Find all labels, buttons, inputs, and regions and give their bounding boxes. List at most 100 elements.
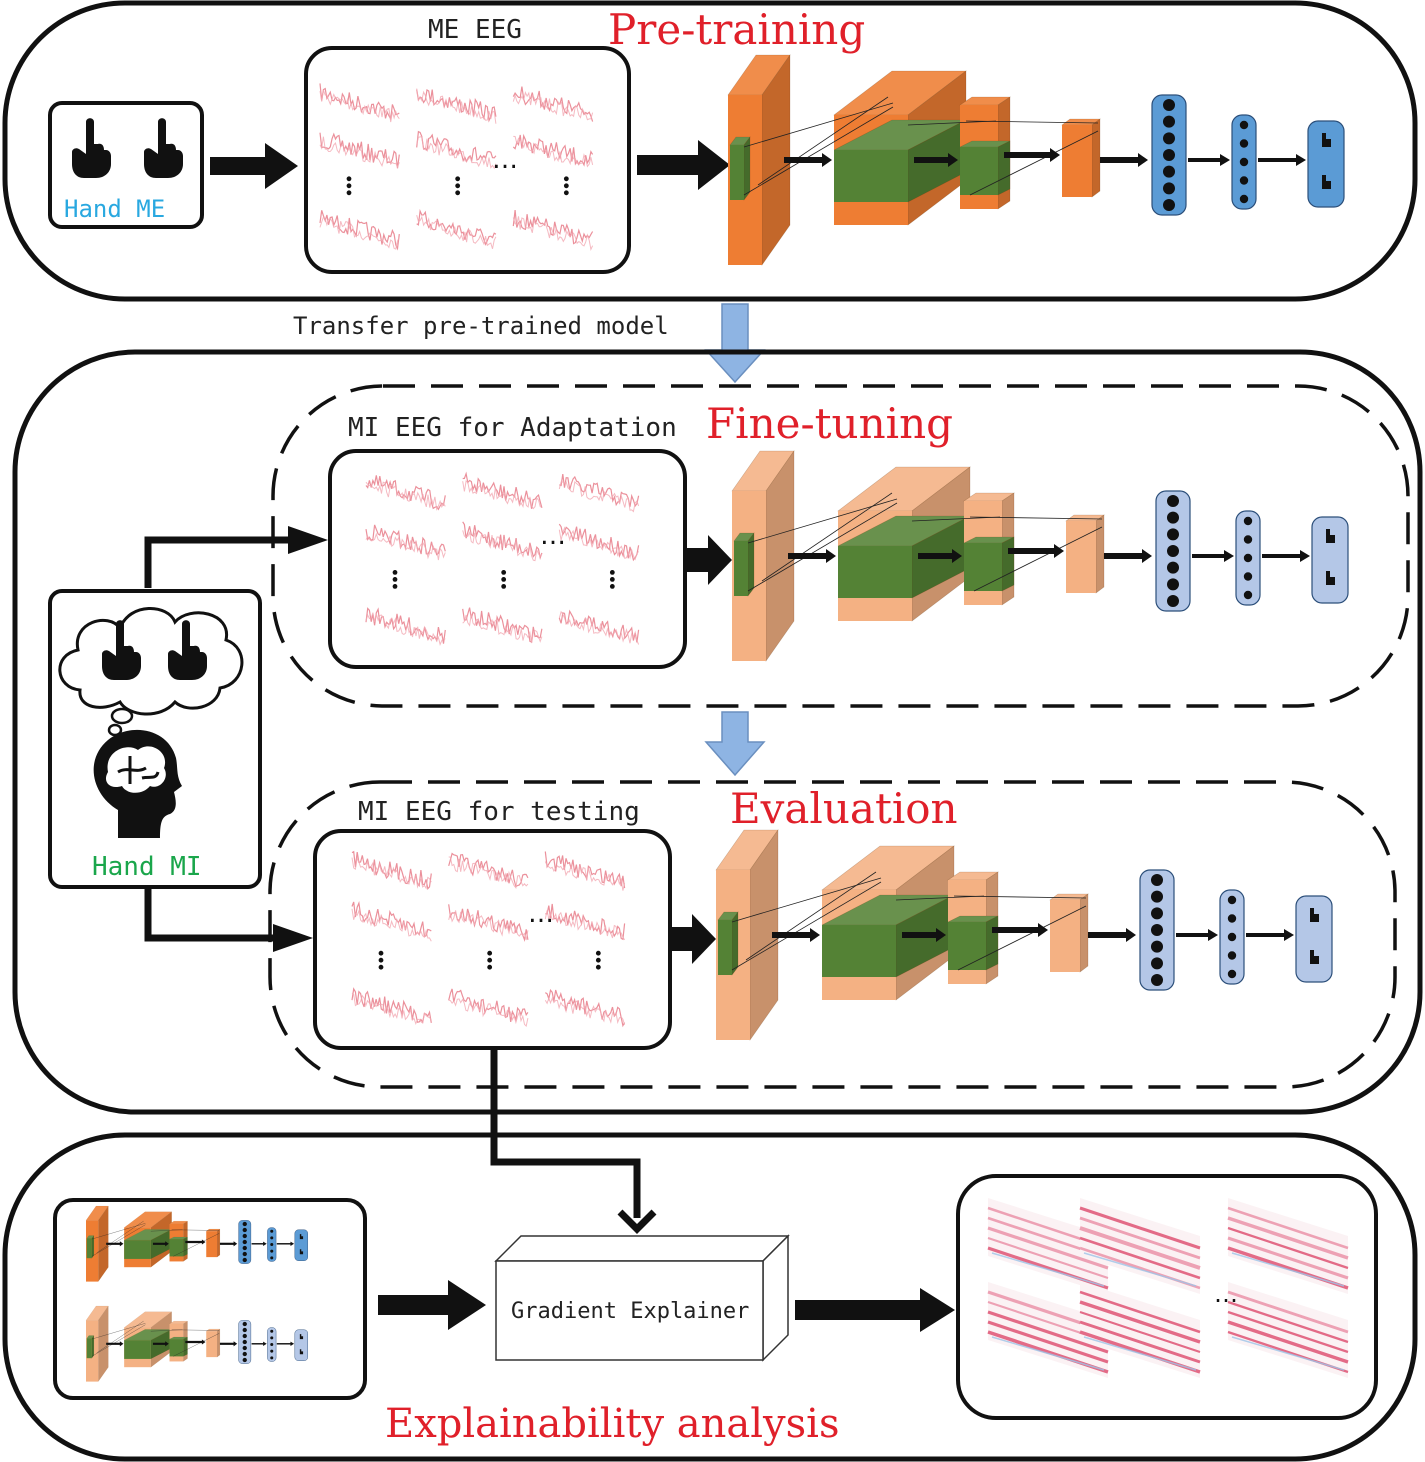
- layer-arrowhead: [1296, 154, 1306, 166]
- kernel: [169, 1336, 188, 1357]
- conv-layer: [205, 1328, 221, 1358]
- flow-arrow: [378, 1280, 486, 1330]
- eeg-trace: [512, 210, 594, 245]
- ellipsis-dot: [609, 584, 615, 589]
- neuron: [1151, 974, 1163, 986]
- kernel: [86, 1235, 95, 1259]
- ellipsis-dot: [563, 190, 569, 196]
- layer-arrowhead: [233, 1341, 238, 1347]
- fc-layer: [1139, 869, 1175, 991]
- evaluation-title: Evaluation: [730, 784, 958, 833]
- eeg-trace: [416, 136, 497, 170]
- neuron: [270, 1356, 274, 1360]
- mi-test-box: [313, 829, 672, 1050]
- eeg-trace: [319, 210, 400, 251]
- connection-line: [96, 1321, 144, 1353]
- eeg-trace: [416, 88, 497, 124]
- layer-arrowhead: [1054, 544, 1064, 558]
- neuron: [270, 1349, 274, 1353]
- neuron: [242, 1221, 247, 1227]
- ellipsis-label: …: [1214, 1280, 1238, 1308]
- shap-heatmap: [1079, 1282, 1201, 1378]
- eeg-trace: [416, 130, 497, 163]
- neuron: [270, 1236, 274, 1240]
- heatmap-stripe: [1227, 1310, 1349, 1354]
- mi-frame: [12, 349, 1423, 1115]
- connector-arrow: [144, 536, 290, 588]
- pretraining-panel: Pre-training ME EEG Hand ME …: [2, 0, 1418, 302]
- eeg-trace: [544, 851, 626, 889]
- layer-arrowhead: [1284, 929, 1294, 941]
- heatmap-panel: [1080, 1282, 1200, 1378]
- finetuning-title: Fine-tuning: [706, 399, 953, 448]
- cnn-model-mini: [85, 1305, 308, 1382]
- pointing-hand-icon: [1322, 133, 1331, 147]
- pointing-hand-icon: [102, 620, 141, 680]
- neuron: [1167, 545, 1179, 557]
- eeg-trace: [544, 861, 626, 891]
- layer-arrowhead: [1050, 148, 1060, 162]
- layer-arrowhead: [826, 549, 836, 563]
- neuron: [1243, 553, 1253, 563]
- shap-heatmap: [1227, 1282, 1349, 1378]
- ellipsis-dot: [346, 183, 352, 189]
- ellipsis-label: …: [492, 145, 518, 175]
- shap-heatmap: [987, 1198, 1109, 1294]
- mi-adapt-box: [328, 449, 687, 669]
- fc-layer: [238, 1220, 252, 1264]
- neuron: [242, 1333, 247, 1339]
- ellipsis-dot: [487, 964, 493, 970]
- ellipsis-dot: [455, 190, 461, 196]
- fc-layer: [238, 1320, 252, 1364]
- neuron: [1163, 165, 1175, 178]
- fc-layer: [1295, 895, 1333, 983]
- pointing-hand-icon: [168, 620, 207, 680]
- heatmap-stripe: [1231, 1252, 1345, 1287]
- transfer-arrow: [704, 303, 766, 384]
- layer-arrowhead: [936, 928, 946, 942]
- neuron: [1243, 572, 1253, 581]
- neuron: [242, 1351, 247, 1357]
- ellipsis-dot: [392, 584, 398, 589]
- eeg-trace: [365, 532, 446, 561]
- fc-layer: [294, 1229, 308, 1261]
- ellipsis-dot: [501, 577, 507, 582]
- heatmap-stripe: [1227, 1206, 1349, 1250]
- heatmap-stripe: [1227, 1290, 1349, 1334]
- kernel: [729, 136, 751, 201]
- neuron: [270, 1329, 274, 1333]
- eeg-trace: [365, 612, 446, 646]
- connection-line: [91, 1324, 146, 1357]
- ellipsis-dot: [455, 176, 461, 182]
- connection-line: [171, 1229, 220, 1231]
- eeg-trace: [351, 908, 432, 942]
- neuron: [270, 1256, 274, 1260]
- conv-layer: [205, 1228, 221, 1258]
- neuron: [1151, 907, 1163, 920]
- connection-line: [150, 1329, 183, 1332]
- hand-mi-label: Hand MI: [92, 852, 202, 882]
- kernel: [837, 515, 971, 599]
- heatmap-stripe: [1079, 1310, 1201, 1354]
- layer-arrowhead: [1224, 550, 1234, 562]
- eeg-trace: [544, 996, 626, 1025]
- kernel: [169, 1236, 188, 1257]
- eeg-trace: [559, 474, 640, 508]
- eeg-trace: [365, 481, 446, 511]
- pointing-hand-icon: [1326, 571, 1335, 585]
- pointing-hand-icon: [299, 1334, 304, 1340]
- layer-arrowhead: [165, 1241, 169, 1247]
- heatmap-panel: [988, 1198, 1108, 1294]
- ellipsis-dot: [487, 950, 493, 956]
- pointing-hand-icon: [1310, 950, 1319, 964]
- eeg-trace: [558, 526, 639, 561]
- eeg-trace: [365, 475, 446, 511]
- ellipsis-dot: [501, 570, 507, 575]
- ellipsis-dot: [595, 964, 601, 970]
- conv-layer: [1061, 118, 1101, 198]
- heatmap-stripe: [1079, 1206, 1201, 1250]
- neuron: [242, 1239, 247, 1245]
- connection-line: [965, 120, 1099, 124]
- neuron: [1239, 139, 1249, 148]
- neuron: [242, 1345, 247, 1351]
